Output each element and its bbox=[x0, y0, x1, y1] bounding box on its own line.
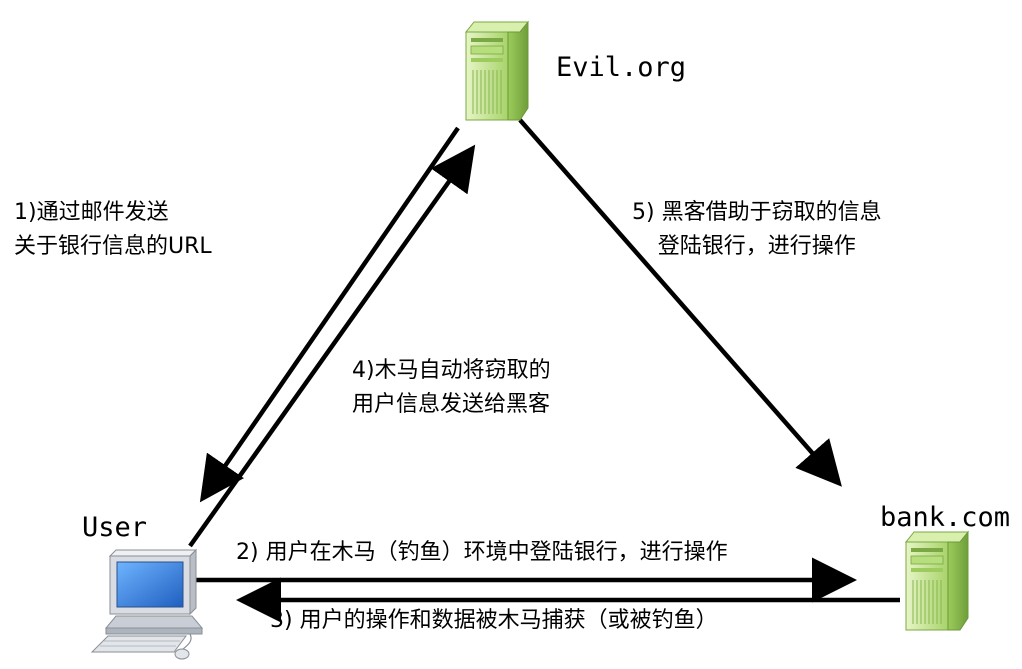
arrows bbox=[188, 118, 900, 623]
user-computer-icon bbox=[90, 548, 204, 660]
bank-com-label: bank.com bbox=[880, 502, 1011, 533]
step2-label: 2) 用户在木马（钓鱼）环境中登陆银行，进行操作 bbox=[236, 536, 728, 570]
user-label: User bbox=[82, 512, 148, 543]
step5-line2: 登陆银行，进行操作 bbox=[657, 234, 856, 259]
evil-server-icon bbox=[464, 20, 530, 121]
step4-label: 4)木马自动将窃取的 用户信息发送给黑客 bbox=[352, 354, 551, 422]
step4-line1: 4)木马自动将窃取的 bbox=[352, 358, 551, 383]
step1-line2: 关于银行信息的URL bbox=[14, 234, 212, 259]
bank-server-icon bbox=[904, 530, 970, 631]
step1-line1: 1)通过邮件发送 bbox=[14, 200, 169, 225]
arrow-step1 bbox=[199, 126, 460, 503]
step5-line1: 5) 黑客借助于窃取的信息 bbox=[632, 200, 882, 225]
arrow-step4 bbox=[188, 144, 476, 548]
step2-line1: 2) 用户在木马（钓鱼）环境中登陆银行，进行操作 bbox=[236, 540, 728, 565]
step5-label: 5) 黑客借助于窃取的信息 登陆银行，进行操作 bbox=[632, 196, 882, 264]
step3-line1: 3) 用户的操作和数据被木马捕获（或被钓鱼） bbox=[270, 608, 718, 633]
step3-label: 3) 用户的操作和数据被木马捕获（或被钓鱼） bbox=[270, 604, 718, 638]
step4-line2: 用户信息发送给黑客 bbox=[352, 392, 551, 417]
step1-label: 1)通过邮件发送 关于银行信息的URL bbox=[14, 196, 212, 264]
arrow-step5 bbox=[518, 118, 842, 487]
evil-org-label: Evil.org bbox=[556, 52, 687, 83]
